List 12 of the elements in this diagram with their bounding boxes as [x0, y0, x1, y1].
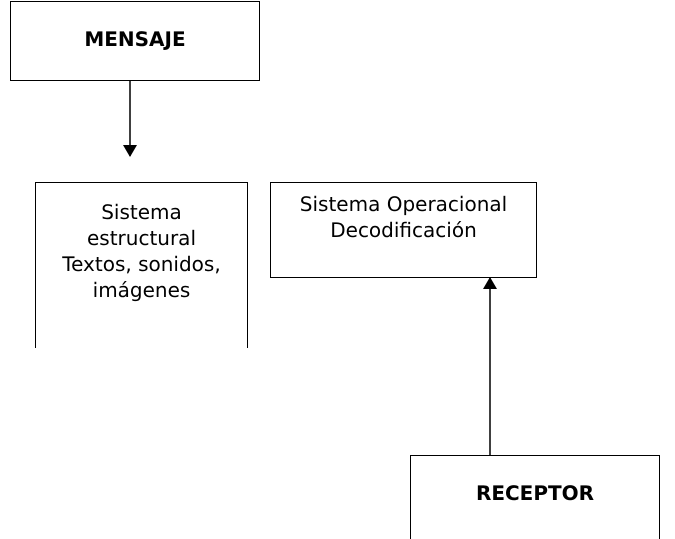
box-text: MENSAJE: [84, 26, 186, 52]
box-text: Sistema estructural: [86, 199, 197, 251]
arrow: [123, 81, 137, 157]
box-text: Decodificación: [330, 217, 477, 243]
box-text: Sistema Operacional: [300, 191, 508, 217]
process-box: [10, 1, 260, 81]
arrow: [483, 277, 497, 455]
box-text: RECEPTOR: [476, 480, 594, 506]
process-box: [270, 182, 537, 278]
box-text: Textos, sonidos, imágenes: [61, 251, 222, 303]
process-box: [410, 455, 660, 539]
process-box: [35, 182, 248, 348]
